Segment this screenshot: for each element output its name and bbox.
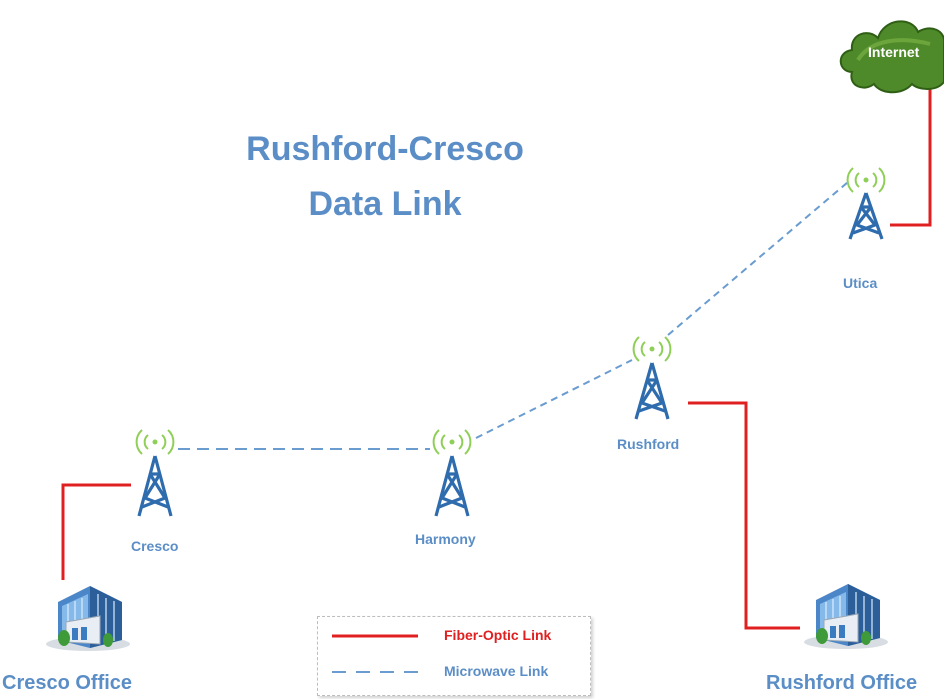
fiber-link-cresco-office (61, 483, 131, 580)
tower-utica-icon (846, 167, 886, 240)
tower-harmony-icon (432, 429, 472, 517)
microwave-link-harmony-rushford (475, 359, 633, 439)
legend-fiber-label: Fiber-Optic Link (444, 627, 552, 643)
microwave-link-rushford-utica (667, 181, 849, 336)
legend-microwave-label: Microwave Link (444, 663, 549, 679)
office-label-rushford: Rushford Office (766, 672, 918, 694)
tower-label-utica: Utica (843, 275, 878, 291)
legend: Fiber-Optic Link Microwave Link (317, 616, 591, 696)
tower-cresco-icon (135, 429, 175, 517)
tower-rushford-icon (632, 336, 672, 420)
office-label-cresco: Cresco Office (2, 672, 133, 694)
tower-label-harmony: Harmony (415, 531, 476, 547)
diagram-title-line2: Data Link (308, 185, 462, 223)
internet-cloud-label: Internet (868, 44, 920, 60)
tower-label-rushford: Rushford (617, 436, 680, 452)
office-building-cresco-icon (46, 586, 130, 651)
tower-label-cresco: Cresco (131, 538, 179, 554)
diagram-title-line1: Rushford-Cresco (246, 130, 524, 168)
fiber-link-internet-utica (890, 60, 932, 227)
internet-cloud-icon (839, 20, 944, 94)
fiber-link-rushford-office (688, 401, 800, 630)
office-building-rushford-icon (804, 584, 888, 649)
